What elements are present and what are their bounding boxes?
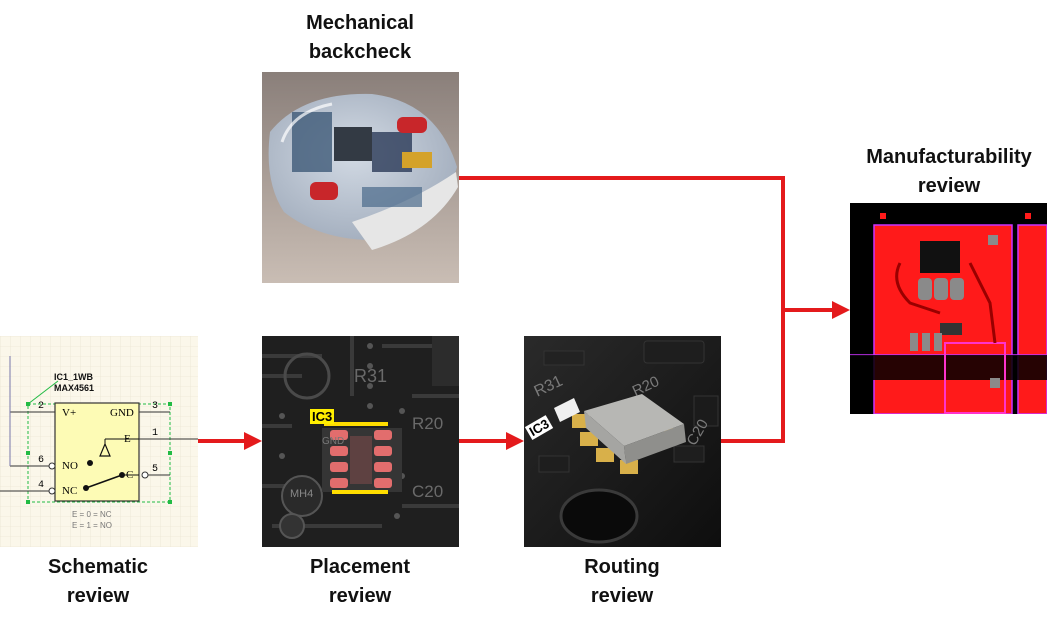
pin-number-2: 2 — [38, 401, 45, 412]
pin-number-1: 1 — [152, 428, 159, 439]
manufacturability-review-label: Manufacturability review — [844, 143, 1054, 201]
routing-label-line1: Routing — [584, 556, 660, 578]
placement-label-line1: Placement — [309, 556, 411, 578]
manufacturability-label-line1: Manufacturability — [866, 146, 1032, 168]
mechanical-label-line2: backcheck — [308, 41, 412, 63]
schematic-image: IC1_1WB MAX4561 2 V+ 3 GND 1 E 6 NO 5 C … — [0, 336, 198, 547]
placement-mh4-label: MH4 — [290, 488, 314, 500]
pin-number-6: 6 — [38, 455, 45, 466]
connector-routing-to-manufacturability — [721, 308, 785, 443]
pin-number-4: 4 — [38, 480, 45, 491]
placement-pcb-image: IC3 R31 R20 C20 MH4 GND — [262, 336, 459, 547]
arrow-placement-to-routing — [459, 432, 524, 450]
routing-label-line2: review — [590, 585, 654, 607]
manufacturability-label-line2: review — [917, 175, 981, 197]
connector-mechanical-to-manufacturability — [459, 176, 785, 310]
mechanical-label-line1: Mechanical — [306, 12, 414, 34]
placement-r20-label: R20 — [412, 414, 444, 433]
placement-ic3-label: IC3 — [310, 409, 335, 424]
routing-review-label: Routing review — [542, 553, 702, 611]
placement-c20-label: C20 — [412, 482, 444, 501]
arrow-schematic-to-placement — [198, 432, 262, 450]
schematic-label-line2: review — [66, 585, 130, 607]
pin-label-e: E — [124, 433, 131, 445]
schematic-review-label: Schematic review — [18, 553, 178, 611]
pin-number-3: 3 — [152, 401, 159, 412]
manufacturability-pcb-image — [850, 203, 1047, 414]
mechanical-3d-image — [262, 72, 459, 283]
placement-label-line2: review — [328, 585, 392, 607]
placement-gnd-label: GND — [322, 436, 345, 447]
schematic-designator: IC1_1WB — [54, 372, 94, 382]
pin-label-no: NO — [62, 460, 78, 472]
placement-review-label: Placement review — [280, 553, 440, 611]
placement-r31-label: R31 — [354, 366, 388, 386]
pin-label-c: C — [126, 469, 134, 481]
arrow-into-manufacturability — [783, 301, 850, 319]
pin-number-5: 5 — [152, 464, 159, 475]
schematic-label-line1: Schematic — [47, 556, 149, 578]
mechanical-backcheck-label: Mechanical backcheck — [260, 9, 460, 67]
routing-3d-image: IC3 R31 R20 C20 — [524, 336, 721, 547]
truth-table-line2: E = 1 = NO — [72, 521, 113, 530]
pin-label-gnd: GND — [110, 407, 134, 419]
pin-label-vplus: V+ — [62, 407, 77, 419]
pin-label-nc: NC — [62, 485, 78, 497]
truth-table-line1: E = 0 = NC — [72, 510, 112, 519]
schematic-part-number: MAX4561 — [54, 383, 95, 393]
